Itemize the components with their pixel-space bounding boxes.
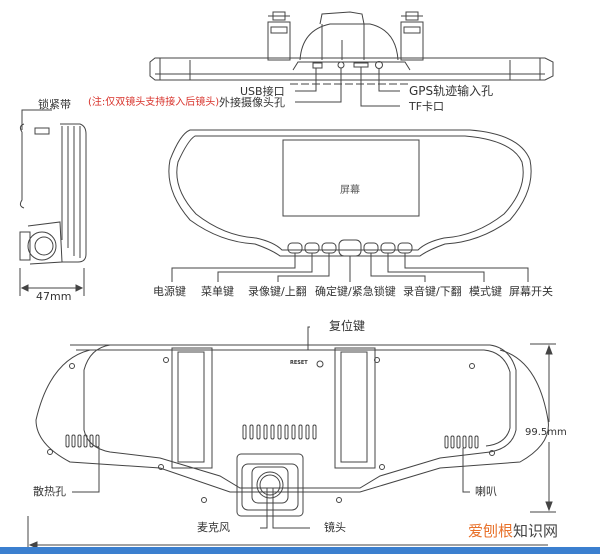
back-view-drawing xyxy=(27,326,556,554)
front-view-drawing xyxy=(168,129,532,282)
mode-key-label: 模式键 xyxy=(469,285,502,298)
speaker-label: 喇叭 xyxy=(475,485,497,498)
top-view-drawing xyxy=(149,11,554,107)
side-view-drawing xyxy=(19,109,87,296)
vent-slots-left xyxy=(65,434,100,448)
bottom-bar xyxy=(0,547,600,554)
screen-toggle-label: 屏幕开关 xyxy=(509,285,553,298)
usb-port-label: USB接口 xyxy=(240,85,285,98)
depth-dimension: 47mm xyxy=(36,290,72,303)
strap-label: 锁紧带 xyxy=(38,98,71,111)
menu-key-label: 菜单键 xyxy=(201,285,234,298)
power-key-label: 电源键 xyxy=(153,285,186,298)
screen-label: 屏幕 xyxy=(340,185,360,196)
ok-lock-key-label: 确定键/紧急锁键 xyxy=(315,285,396,298)
vent-label: 散热孔 xyxy=(33,485,66,498)
watermark-text: 知识网 xyxy=(513,522,559,540)
record-key-label: 录像键/上翻 xyxy=(248,285,307,298)
audio-key-label: 录音键/下翻 xyxy=(403,285,462,298)
watermark: 爱刨根知识网 xyxy=(468,524,558,539)
watermark-accent: 爱刨根 xyxy=(468,522,514,540)
vent-slots-center xyxy=(242,424,317,440)
tf-slot-label: TF卡口 xyxy=(409,100,445,113)
reset-key-label: 复位键 xyxy=(329,319,366,333)
height-dimension: 99.5mm xyxy=(525,427,567,438)
speaker-slots xyxy=(444,435,479,449)
gps-port-label: GPS轨迹输入孔 xyxy=(409,84,494,98)
mic-label: 麦克风 xyxy=(197,521,230,534)
reset-text: RESET xyxy=(290,360,308,366)
ext-camera-port-label: 外接摄像头孔 xyxy=(219,96,285,109)
ext-camera-note: (注:仅双镜头支持接入后镜头) xyxy=(88,97,220,108)
lens-label: 镜头 xyxy=(324,521,346,534)
